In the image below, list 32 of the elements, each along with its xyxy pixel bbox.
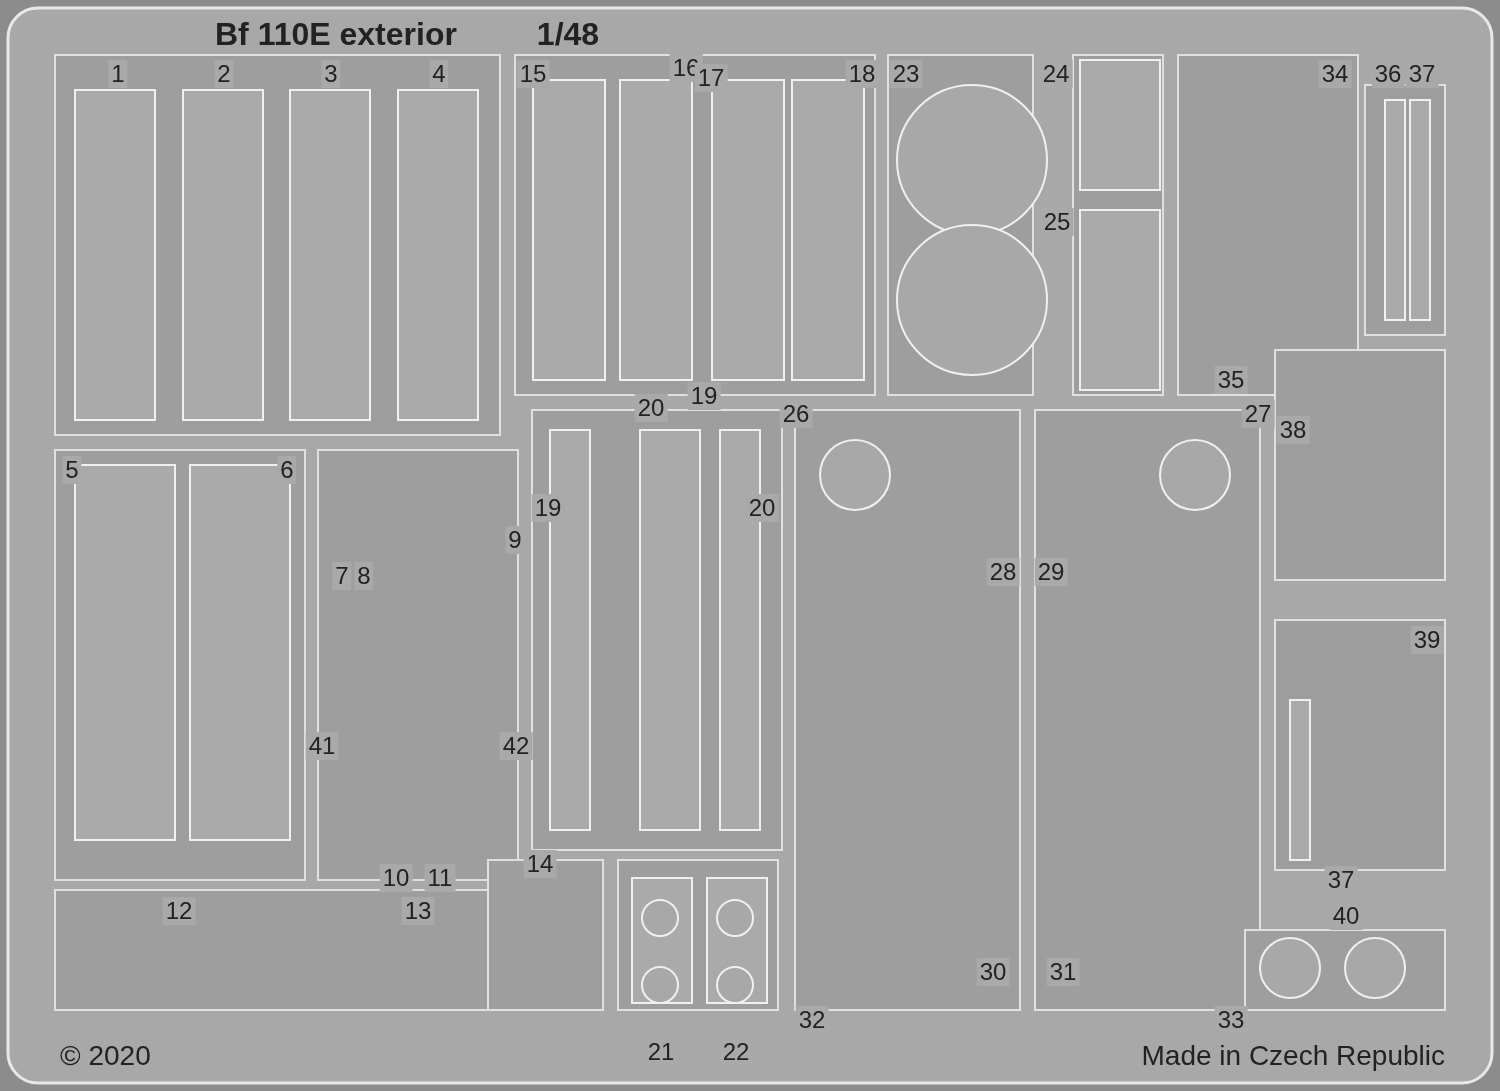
part-number: 8	[354, 562, 374, 590]
copyright-note: © 2020	[60, 1040, 151, 1072]
part-number: 19	[687, 382, 721, 410]
part-number: 2	[214, 60, 234, 88]
part-number: 10	[379, 864, 413, 892]
part-number: 1	[108, 60, 128, 88]
part-number: 11	[424, 864, 456, 892]
part-number: 31	[1046, 958, 1080, 986]
part-number: 6	[277, 456, 297, 484]
part-number: 3	[321, 60, 341, 88]
part-number: 34	[1318, 60, 1352, 88]
part-number: 14	[523, 850, 557, 878]
part-number: 4	[429, 60, 449, 88]
part-number: 28	[986, 558, 1020, 586]
part-number: 15	[516, 60, 550, 88]
part-number: 17	[694, 64, 728, 92]
origin-note: Made in Czech Republic	[1141, 1040, 1445, 1072]
part-number: 23	[889, 60, 923, 88]
part-number: 35	[1214, 366, 1248, 394]
part-number: 30	[976, 958, 1010, 986]
part-number: 38	[1276, 416, 1310, 444]
title: Bf 110E exterior	[215, 16, 457, 53]
scale-label: 1/48	[535, 20, 601, 48]
part-number: 12	[162, 897, 196, 925]
part-number: 13	[401, 897, 435, 925]
part-number: 29	[1034, 558, 1068, 586]
part-number: 42	[499, 732, 533, 760]
part-number: 39	[1410, 626, 1444, 654]
part-number: 5	[62, 456, 82, 484]
part-number: 7	[332, 562, 352, 590]
part-number: 20	[634, 394, 668, 422]
part-number: 18	[845, 60, 879, 88]
